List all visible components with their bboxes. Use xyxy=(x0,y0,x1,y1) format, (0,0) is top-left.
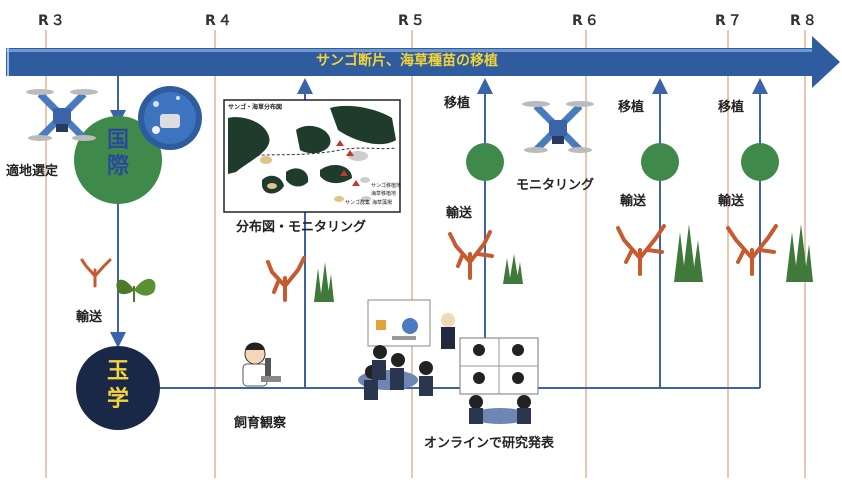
distribution-map-label: 分布図・モニタリング xyxy=(236,220,367,235)
arrow-title: サンゴ断片、海草種苗の移植 xyxy=(316,53,498,69)
map-legend-1: サンゴ移植地 xyxy=(371,183,402,189)
year-label-r4: R４ xyxy=(205,13,234,29)
seagrass-icon xyxy=(674,224,703,282)
map-legend-2: 海草移植地 xyxy=(371,191,397,197)
year-label-r5: R５ xyxy=(398,13,427,29)
seagrass-icon xyxy=(314,262,334,302)
transplant-label-2: 移植 xyxy=(618,100,645,115)
microscope-observer-icon xyxy=(242,342,281,387)
seagrass-icon xyxy=(503,254,523,284)
gyokugaku-char-1: 玉 xyxy=(106,359,129,384)
drone-icon xyxy=(26,89,98,141)
year-label-r3: R３ xyxy=(38,13,67,29)
year-label-r7: R７ xyxy=(715,13,744,29)
rearing-label: 飼育観察 xyxy=(234,416,287,431)
gyokugaku-char-2: 学 xyxy=(106,387,129,412)
seedling-icon xyxy=(116,278,156,302)
kokusai-node-label: 国 際 xyxy=(104,128,132,180)
transplant-node-r5 xyxy=(466,143,504,181)
monitoring-label: モニタリング xyxy=(516,178,595,193)
coral-icon xyxy=(616,224,666,276)
gyokugaku-node-label: 玉 学 xyxy=(104,358,132,414)
year-label-r8: R８ xyxy=(790,13,819,29)
coral-icon xyxy=(726,224,778,276)
kokusai-char-1: 国 xyxy=(106,128,129,153)
distribution-map-card xyxy=(223,99,401,213)
transport-label-1: 輸送 xyxy=(76,310,103,325)
map-legend-3: サンゴ群集 xyxy=(345,200,371,206)
flow-lines xyxy=(110,76,768,389)
site-selection-label: 適地選定 xyxy=(6,164,59,179)
coral-icon xyxy=(448,230,494,280)
drone-icon xyxy=(522,101,594,153)
presentation-group-icon xyxy=(358,299,455,400)
transplant-node-r7 xyxy=(741,143,779,181)
transport-label-4: 輸送 xyxy=(718,194,745,209)
transport-label-3: 輸送 xyxy=(620,194,647,209)
kokusai-char-2: 際 xyxy=(106,154,129,179)
seagrass-icon xyxy=(786,224,813,282)
map-legend-4: 海草藻場 xyxy=(372,200,393,206)
coral-icon xyxy=(80,258,112,288)
online-meeting-icon xyxy=(459,337,539,424)
underwater-drone-icon xyxy=(138,86,202,150)
online-presentation-label: オンラインで研究発表 xyxy=(424,436,555,451)
transplant-label-3: 移植 xyxy=(718,100,745,115)
coral-icon xyxy=(266,256,306,302)
transplant-node-r6 xyxy=(641,143,679,181)
gyokugaku-node xyxy=(76,346,160,430)
main-arrow xyxy=(6,36,840,88)
year-label-r6: R６ xyxy=(572,13,601,29)
transplant-label-1: 移植 xyxy=(444,96,471,111)
transport-label-2: 輸送 xyxy=(446,206,473,221)
map-card-title: サンゴ・海草分布図 xyxy=(228,104,283,111)
